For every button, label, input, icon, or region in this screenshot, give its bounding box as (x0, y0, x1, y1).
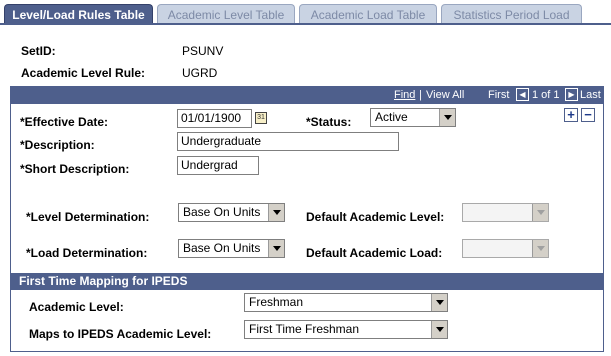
view-all-link[interactable]: View All (426, 89, 465, 101)
description-label: *Description: (20, 138, 95, 152)
level-determination-select[interactable]: Base On Units (178, 203, 285, 222)
level-load-rules-panel: Find | View All First ◀ 1 of 1 ▶ Last + … (10, 86, 604, 352)
level-determination-label: *Level Determination: (26, 210, 150, 224)
nav-separator: | (419, 89, 422, 101)
setid-value: PSUNV (182, 44, 224, 58)
load-determination-label: *Load Determination: (26, 246, 148, 260)
chevron-down-icon[interactable] (431, 294, 447, 311)
status-select-value: Active (375, 110, 408, 124)
effective-date-field[interactable]: 01/01/1900 (177, 109, 252, 128)
maps-to-ipeds-value: First Time Freshman (249, 322, 360, 336)
setid-label: SetID: (21, 44, 56, 58)
tab-academic-load[interactable]: Academic Load Table (299, 4, 437, 24)
delete-row-button[interactable]: − (581, 108, 595, 122)
load-determination-value: Base On Units (183, 241, 261, 255)
status-select[interactable]: Active (370, 108, 456, 127)
default-academic-level-label: Default Academic Level: (306, 210, 445, 224)
next-icon[interactable]: ▶ (565, 88, 578, 101)
default-academic-load-label: Default Academic Load: (306, 246, 443, 260)
chevron-down-icon[interactable] (532, 204, 548, 221)
chevron-down-icon[interactable] (431, 321, 447, 338)
default-academic-load-select[interactable] (462, 239, 549, 258)
previous-icon[interactable]: ◀ (516, 88, 529, 101)
first-link[interactable]: First (488, 89, 510, 101)
academic-level-select[interactable]: Freshman (244, 293, 448, 312)
ipeds-section-header: First Time Mapping for IPEDS (11, 273, 603, 290)
description-field[interactable]: Undergraduate (177, 132, 399, 151)
status-label: *Status: (306, 115, 352, 129)
short-description-field[interactable]: Undergrad (177, 156, 259, 175)
chevron-down-icon[interactable] (439, 109, 455, 126)
tab-statistics-period-load[interactable]: Statistics Period Load (441, 4, 582, 24)
last-link[interactable]: Last (580, 89, 601, 101)
chevron-down-icon[interactable] (268, 240, 284, 257)
academic-level-rule-label: Academic Level Rule: (21, 66, 146, 80)
tab-underline (0, 23, 611, 25)
tab-level-load-rules[interactable]: Level/Load Rules Table (4, 4, 153, 24)
row-range: 1 of 1 (532, 89, 560, 101)
find-link[interactable]: Find (394, 89, 416, 101)
level-determination-value: Base On Units (183, 205, 261, 219)
calendar-icon[interactable]: 31 (255, 112, 267, 124)
academic-level-rule-value: UGRD (182, 66, 218, 80)
tab-academic-level[interactable]: Academic Level Table (157, 4, 295, 24)
chevron-down-icon[interactable] (532, 240, 548, 257)
short-description-label: *Short Description: (20, 162, 130, 176)
maps-to-ipeds-label: Maps to IPEDS Academic Level: (29, 327, 212, 341)
chevron-down-icon[interactable] (268, 204, 284, 221)
effective-date-label: *Effective Date: (20, 115, 109, 129)
load-determination-select[interactable]: Base On Units (178, 239, 285, 258)
academic-level-label: Academic Level: (29, 300, 124, 314)
panel-navigation-bar: Find | View All First ◀ 1 of 1 ▶ Last (11, 87, 603, 104)
academic-level-value: Freshman (249, 295, 304, 309)
add-row-button[interactable]: + (564, 108, 578, 122)
maps-to-ipeds-select[interactable]: First Time Freshman (244, 320, 448, 339)
default-academic-level-select[interactable] (462, 203, 549, 222)
